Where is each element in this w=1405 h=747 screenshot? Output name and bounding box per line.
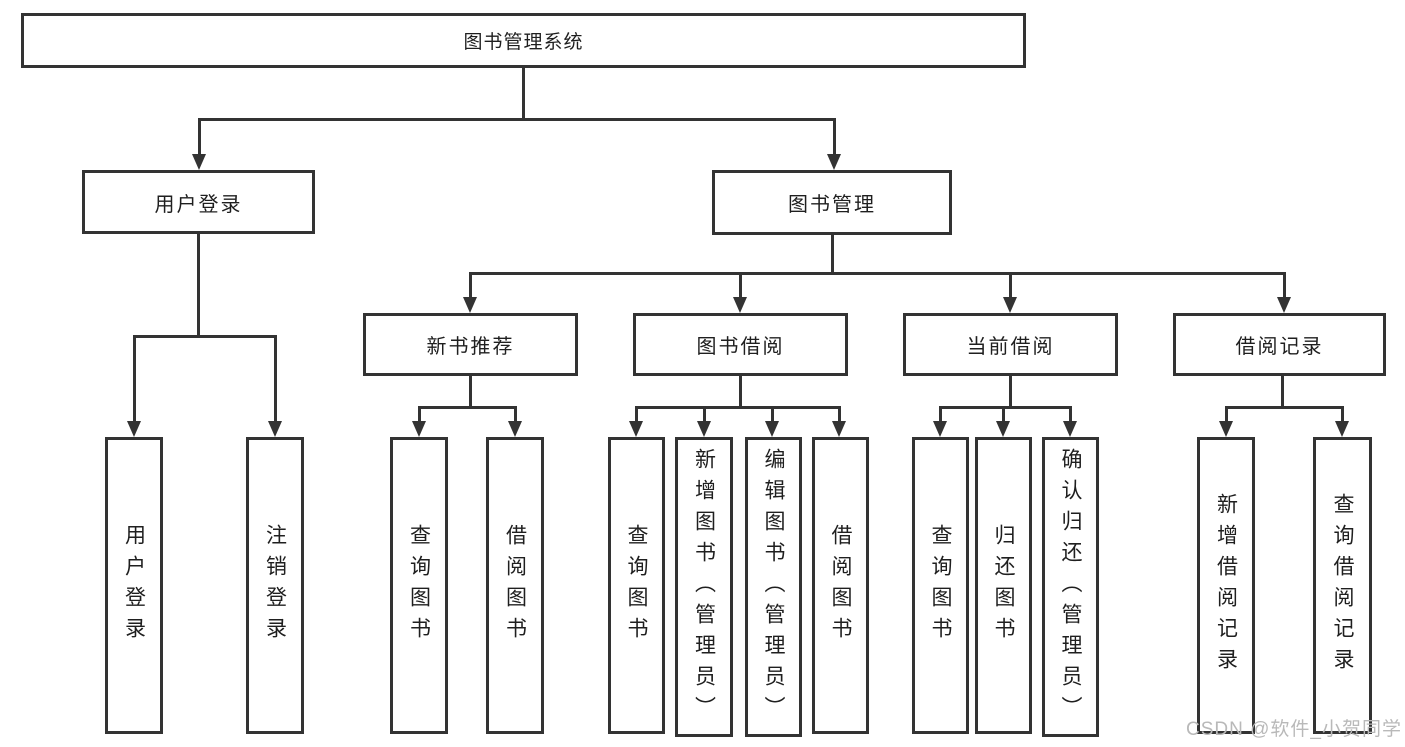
connector-bookborrow-drop-2	[703, 406, 706, 423]
arrowhead-current-borrow	[1003, 297, 1017, 313]
connector-currentborrow-drop-2	[1002, 406, 1005, 423]
node-root-system: 图书管理系统	[21, 13, 1026, 68]
connector-bookborrow-stem	[739, 376, 742, 406]
node-book-management: 图书管理	[712, 170, 952, 235]
connector-bookborrow-drop-4	[838, 406, 841, 423]
node-user-login: 用户登录	[82, 170, 315, 234]
arrowhead-user-login	[192, 154, 206, 170]
connector-bookmgmt-drop-4	[1283, 272, 1286, 298]
leaf-query-borrow-record: 查询借阅记录	[1313, 437, 1372, 734]
leaf-query-books-2: 查询图书	[608, 437, 665, 734]
connector-bookmgmt-drop-3	[1009, 272, 1012, 298]
node-book-borrow: 图书借阅	[633, 313, 848, 376]
connector-record-hline	[1225, 406, 1344, 409]
leaf-logout: 注销登录	[246, 437, 304, 734]
connector-currentborrow-drop-3	[1069, 406, 1072, 423]
leaf-query-books-1: 查询图书	[390, 437, 448, 734]
leaf-borrow-books-1: 借阅图书	[486, 437, 544, 734]
leaf-edit-books-admin: 编辑图书（管理员）	[745, 437, 802, 737]
arrowhead-book-borrow	[733, 297, 747, 313]
arrowhead-leaf-return-books	[996, 421, 1010, 437]
connector-bookborrow-drop-1	[635, 406, 638, 423]
leaf-query-books-3: 查询图书	[912, 437, 969, 734]
arrowhead-new-book-recommend	[463, 297, 477, 313]
connector-root-drop-right	[833, 118, 836, 156]
connector-root-drop-left	[198, 118, 201, 156]
connector-bookmgmt-drop-1	[469, 272, 472, 298]
connector-recommend-hline	[418, 406, 517, 409]
leaf-add-borrow-record: 新增借阅记录	[1197, 437, 1255, 734]
arrowhead-leaf-user-login	[127, 421, 141, 437]
connector-bookmgmt-drop-2	[739, 272, 742, 298]
arrowhead-leaf-logout	[268, 421, 282, 437]
arrowhead-leaf-add-record	[1219, 421, 1233, 437]
arrowhead-leaf-query-books-1	[412, 421, 426, 437]
node-current-borrow: 当前借阅	[903, 313, 1118, 376]
arrowhead-leaf-query-books-2	[629, 421, 643, 437]
connector-bookborrow-hline	[635, 406, 841, 409]
arrowhead-leaf-edit-books	[765, 421, 779, 437]
arrowhead-leaf-confirm-return	[1063, 421, 1077, 437]
arrowhead-leaf-query-record	[1335, 421, 1349, 437]
connector-root-stem	[522, 68, 525, 118]
node-borrow-record: 借阅记录	[1173, 313, 1386, 376]
connector-record-drop-2	[1341, 406, 1344, 423]
connector-currentborrow-stem	[1009, 376, 1012, 406]
connector-recommend-stem	[469, 376, 472, 406]
connector-userlogin-hline	[133, 335, 277, 338]
leaf-add-books-admin: 新增图书（管理员）	[675, 437, 733, 737]
leaf-borrow-books-2: 借阅图书	[812, 437, 869, 734]
connector-bookmgmt-stem	[831, 235, 834, 272]
connector-bookborrow-drop-3	[771, 406, 774, 423]
arrowhead-leaf-borrow-books-1	[508, 421, 522, 437]
arrowhead-borrow-record	[1277, 297, 1291, 313]
connector-bookmgmt-hline	[469, 272, 1286, 275]
connector-userlogin-drop-2	[274, 335, 277, 423]
connector-recommend-drop-2	[514, 406, 517, 423]
leaf-confirm-return-admin: 确认归还（管理员）	[1042, 437, 1099, 737]
arrowhead-book-management	[827, 154, 841, 170]
connector-currentborrow-hline	[939, 406, 1072, 409]
connector-record-stem	[1281, 376, 1284, 406]
connector-userlogin-drop-1	[133, 335, 136, 423]
connector-record-drop-1	[1225, 406, 1228, 423]
csdn-watermark: CSDN @软件_小贺同学	[1186, 719, 1402, 740]
connector-currentborrow-drop-1	[939, 406, 942, 423]
leaf-user-login: 用户登录	[105, 437, 163, 734]
connector-userlogin-stem	[197, 234, 200, 335]
arrowhead-leaf-add-books	[697, 421, 711, 437]
connector-recommend-drop-1	[418, 406, 421, 423]
node-new-book-recommend: 新书推荐	[363, 313, 578, 376]
leaf-return-books: 归还图书	[975, 437, 1032, 734]
arrowhead-leaf-query-books-3	[933, 421, 947, 437]
connector-root-hline	[198, 118, 836, 121]
arrowhead-leaf-borrow-books-2	[832, 421, 846, 437]
